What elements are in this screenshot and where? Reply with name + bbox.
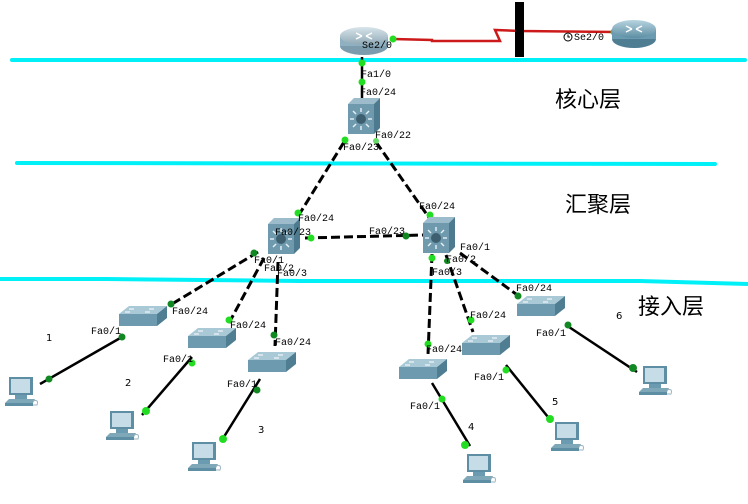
port-label: Fa0/1 bbox=[163, 354, 193, 366]
access-switch-6[interactable] bbox=[516, 295, 566, 317]
pc-2[interactable] bbox=[105, 410, 139, 441]
port-label: Fa0/2 bbox=[446, 254, 476, 266]
access-switch-4[interactable] bbox=[398, 358, 448, 380]
pc-3[interactable] bbox=[187, 441, 221, 472]
pc-1[interactable] bbox=[4, 376, 38, 407]
access-switch-3[interactable] bbox=[247, 351, 297, 373]
port-label: Fa0/22 bbox=[375, 130, 411, 142]
core-multilayer-switch[interactable] bbox=[347, 97, 381, 135]
access-switch-2[interactable] bbox=[187, 327, 237, 349]
port-label: Fa1/0 bbox=[361, 69, 391, 81]
layer-label-core: 核心层 bbox=[555, 88, 621, 113]
pc-6[interactable] bbox=[638, 365, 672, 396]
port-label: Se2/0 bbox=[362, 40, 392, 52]
link-distleft-sw1[interactable] bbox=[171, 250, 259, 306]
port-indicators bbox=[45, 28, 637, 449]
pc-number-label: 2 bbox=[125, 378, 131, 389]
access-switch-1[interactable] bbox=[118, 305, 168, 327]
pc-number-label: 6 bbox=[616, 311, 622, 322]
port-label: Fa0/23 bbox=[275, 227, 311, 239]
router-right[interactable] bbox=[611, 19, 657, 49]
distribution-switch-right[interactable] bbox=[422, 216, 456, 254]
layer-label-distribution: 汇聚层 bbox=[565, 193, 631, 218]
port-label: Fa0/23 bbox=[343, 142, 379, 154]
link-sw4-pc4[interactable] bbox=[430, 382, 472, 447]
pc-4[interactable] bbox=[462, 453, 496, 484]
port-label: Fa0/1 bbox=[474, 372, 504, 384]
port-label: Fa0/24 bbox=[172, 306, 208, 318]
clock-icon bbox=[563, 32, 573, 42]
port-label: Fa0/1 bbox=[410, 401, 440, 413]
port-label: Fa0/1 bbox=[536, 328, 566, 340]
port-label: Fa0/24 bbox=[275, 337, 311, 349]
link-sw1-pc1[interactable] bbox=[39, 335, 123, 386]
port-label: Fa0/1 bbox=[460, 242, 490, 254]
port-label: Fa0/24 bbox=[419, 201, 455, 213]
port-label: Fa0/24 bbox=[470, 310, 506, 322]
layer-label-access: 接入层 bbox=[638, 295, 704, 320]
link-sw5-pc5[interactable] bbox=[505, 364, 553, 423]
wan-cloud-boundary bbox=[515, 2, 524, 57]
port-label: Fa0/1 bbox=[91, 326, 121, 338]
port-label: Fa0/2 bbox=[264, 263, 294, 275]
port-label: Fa0/1 bbox=[254, 255, 284, 267]
link-sw2-pc2[interactable] bbox=[141, 356, 193, 416]
port-label: Fa0/24 bbox=[360, 87, 396, 99]
port-label: Fa0/1 bbox=[227, 379, 257, 391]
port-label: Fa0/3 bbox=[277, 268, 307, 280]
access-switch-5[interactable] bbox=[461, 334, 511, 356]
pc-number-label: 3 bbox=[258, 425, 264, 436]
layer-divider-middle bbox=[15, 161, 717, 166]
pc-number-label: 1 bbox=[46, 333, 52, 344]
pc-number-label: 5 bbox=[552, 397, 558, 408]
layer-divider-bottom bbox=[0, 277, 748, 286]
port-label: Fa0/23 bbox=[369, 226, 405, 238]
port-label: Fa0/24 bbox=[426, 344, 462, 356]
pc-5[interactable] bbox=[550, 421, 584, 452]
port-label: Se2/0 bbox=[574, 32, 604, 44]
link-sw6-pc6[interactable] bbox=[565, 323, 638, 374]
port-label: Fa0/24 bbox=[516, 283, 552, 295]
port-label: Fa0/24 bbox=[230, 320, 266, 332]
port-label: Fa0/24 bbox=[298, 213, 334, 225]
port-label: Fa0/3 bbox=[432, 267, 462, 279]
link-core-distright[interactable] bbox=[374, 141, 432, 220]
pc-number-label: 4 bbox=[468, 422, 474, 433]
link-core-distleft[interactable] bbox=[295, 141, 346, 219]
link-distright-sw4[interactable] bbox=[426, 253, 434, 356]
